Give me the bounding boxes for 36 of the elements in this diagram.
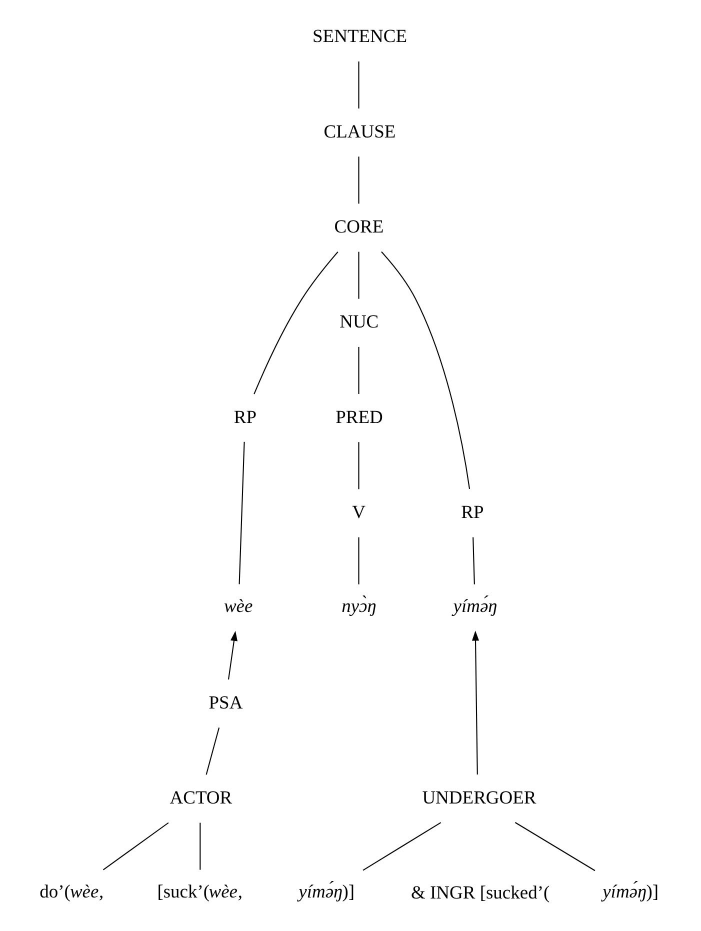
node-text: UNDERGOER xyxy=(422,788,536,808)
node-text: CLAUSE xyxy=(324,122,396,142)
connector xyxy=(358,156,360,204)
node-text: NUC xyxy=(340,312,379,333)
node-text: PRED xyxy=(336,408,383,428)
node-text: ACTOR xyxy=(170,788,232,808)
connector xyxy=(358,537,360,584)
arrow xyxy=(228,630,238,680)
node-text: RP xyxy=(234,408,256,428)
connector xyxy=(200,822,201,870)
connector xyxy=(472,537,475,584)
node-text: wèe xyxy=(224,596,253,617)
node-text: CORE xyxy=(334,217,384,238)
node-text: V xyxy=(352,502,366,523)
connector xyxy=(358,252,360,299)
connector xyxy=(238,442,245,584)
node-text: yímə́ŋ)] xyxy=(602,882,659,902)
connector xyxy=(362,822,442,871)
label: & INGR [sucked’( xyxy=(410,884,550,904)
node-text: do’(wèe, xyxy=(40,882,104,902)
node-text: PSA xyxy=(208,693,243,714)
node-text: [suck’(wèe, xyxy=(157,882,242,902)
node-text: RP xyxy=(461,502,484,523)
connector xyxy=(381,251,470,489)
connector xyxy=(358,442,360,490)
node-text: nyɔ̀ŋ xyxy=(342,596,376,617)
connector xyxy=(514,822,596,872)
connector xyxy=(358,61,360,109)
connector xyxy=(358,346,360,394)
connector xyxy=(206,727,220,775)
arrow xyxy=(472,630,480,775)
connector xyxy=(254,252,338,394)
node-text: SENTENCE xyxy=(312,27,408,48)
connector xyxy=(102,822,169,870)
node-text: yímə́ŋ xyxy=(453,596,498,617)
node-text: yímə́ŋ)] xyxy=(298,882,355,902)
